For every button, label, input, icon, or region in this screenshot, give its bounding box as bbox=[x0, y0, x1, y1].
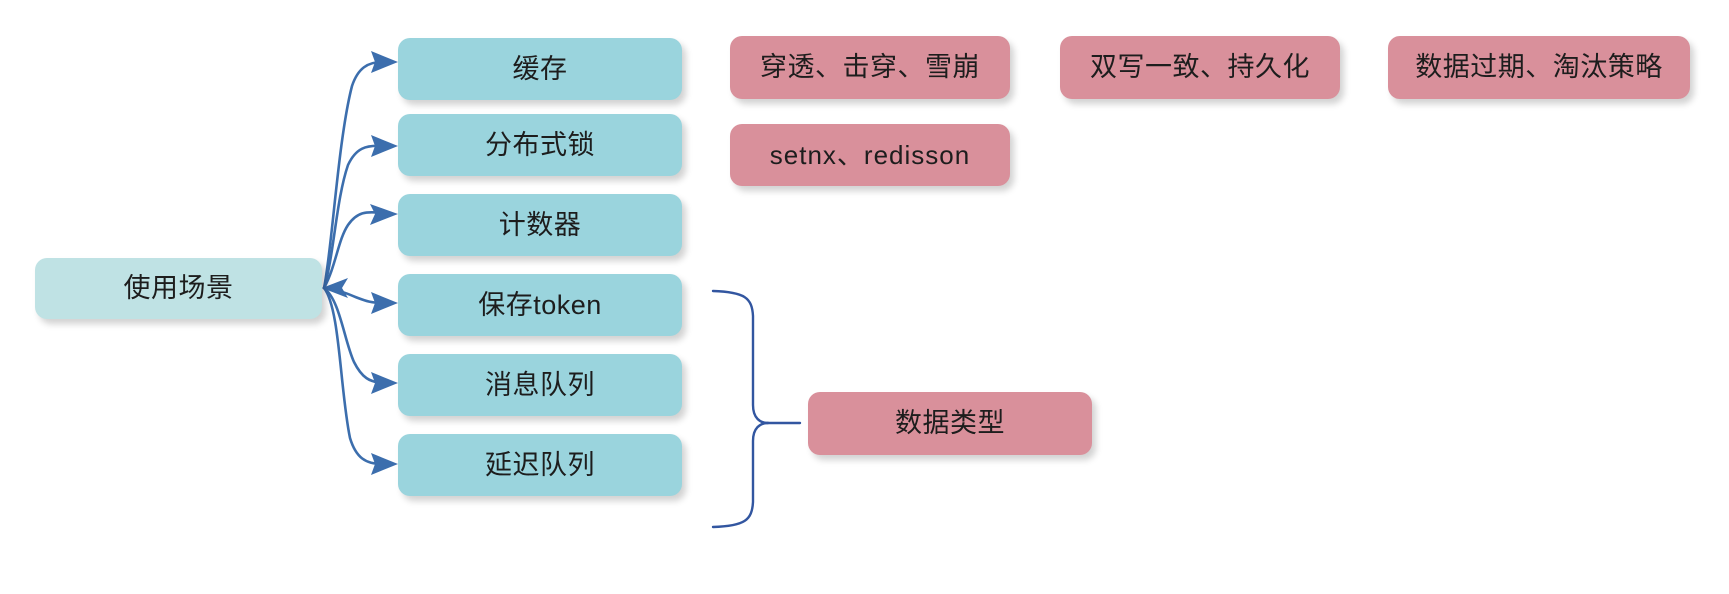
node-note-cache-problems[interactable]: 穿透、击穿、雪崩 bbox=[730, 36, 1010, 99]
arrowhead-counter bbox=[370, 204, 398, 225]
node-note-consistency[interactable]: 双写一致、持久化 bbox=[1060, 36, 1340, 99]
edge-root-to-delay-queue bbox=[322, 286, 384, 466]
node-note-expiry-eviction-label: 数据过期、淘汰策略 bbox=[1415, 52, 1663, 82]
edge-root-to-counter bbox=[322, 210, 384, 290]
node-note-consistency-label: 双写一致、持久化 bbox=[1090, 52, 1310, 82]
arrowhead-delay-queue bbox=[371, 453, 398, 475]
node-branch-distributed-lock[interactable]: 分布式锁 bbox=[398, 114, 682, 176]
node-root-label: 使用场景 bbox=[123, 273, 234, 303]
arrowhead-message-queue bbox=[371, 372, 398, 394]
node-branch-cache-label: 缓存 bbox=[512, 53, 568, 84]
node-branch-message-queue[interactable]: 消息队列 bbox=[398, 354, 682, 416]
arrowhead-distributed-lock bbox=[371, 135, 398, 157]
node-root[interactable]: 使用场景 bbox=[35, 258, 322, 319]
brace-lower bbox=[711, 421, 770, 529]
node-branch-delay-queue[interactable]: 延迟队列 bbox=[398, 434, 682, 496]
edge-root-to-message-queue bbox=[322, 286, 384, 385]
node-branch-delay-queue-label: 延迟队列 bbox=[485, 449, 595, 480]
node-note-expiry-eviction[interactable]: 数据过期、淘汰策略 bbox=[1388, 36, 1690, 99]
node-branch-message-queue-label: 消息队列 bbox=[485, 369, 595, 400]
edge-root-to-token bbox=[322, 286, 384, 305]
arrowhead-root bbox=[322, 278, 348, 298]
node-note-lock-impl-label: setnx、redisson bbox=[769, 140, 971, 170]
node-branch-counter-label: 计数器 bbox=[498, 209, 582, 240]
edge-root-to-distributed-lock bbox=[322, 144, 384, 290]
node-branch-save-token-label: 保存token bbox=[478, 289, 602, 320]
node-note-data-types-label: 数据类型 bbox=[895, 408, 1005, 438]
node-note-lock-impl[interactable]: setnx、redisson bbox=[730, 124, 1010, 186]
node-note-cache-problems-label: 穿透、击穿、雪崩 bbox=[760, 52, 980, 82]
node-branch-counter[interactable]: 计数器 bbox=[398, 194, 682, 256]
edge-root-to-cache bbox=[322, 60, 384, 290]
node-branch-cache[interactable]: 缓存 bbox=[398, 38, 682, 100]
brace-upper bbox=[711, 289, 770, 425]
node-note-data-types[interactable]: 数据类型 bbox=[808, 392, 1092, 455]
arrowhead-token bbox=[371, 292, 398, 314]
arrowhead-cache bbox=[371, 51, 398, 73]
node-branch-distributed-lock-label: 分布式锁 bbox=[485, 129, 595, 160]
node-branch-save-token[interactable]: 保存token bbox=[398, 274, 682, 336]
